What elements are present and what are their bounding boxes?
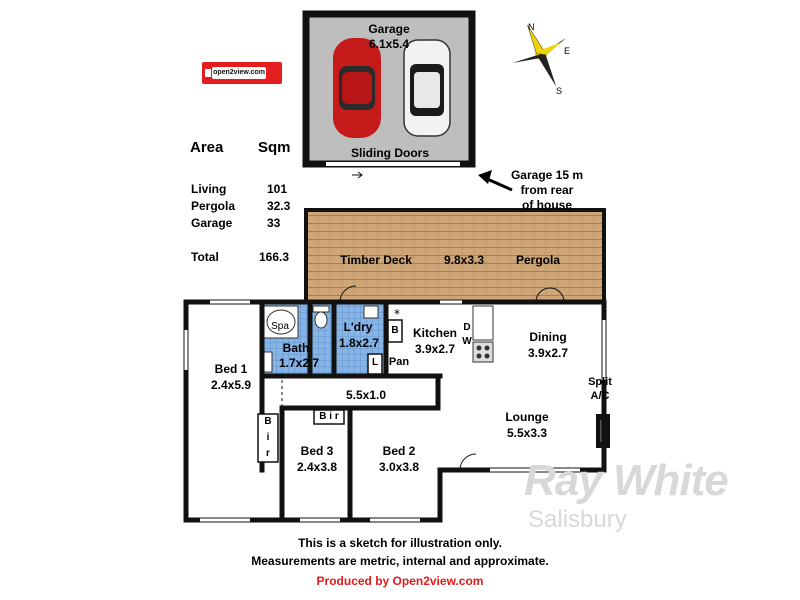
area-row-value: 32.3 <box>267 199 291 213</box>
area-total-label: Total <box>191 250 219 264</box>
area-row-label: Living <box>191 182 227 196</box>
area-row-value: 33 <box>267 216 281 230</box>
dining-label: Dining <box>529 330 567 344</box>
split-ac-line2: A/C <box>590 390 610 402</box>
windows <box>184 300 606 522</box>
pergola-label: Pergola <box>515 253 560 267</box>
garage-note-line3: of house <box>522 198 572 212</box>
compass-s: S <box>556 86 563 96</box>
disclaimer-line2: Measurements are metric, internal and ap… <box>251 554 549 568</box>
laundry-size: 1.8x2.7 <box>338 336 380 350</box>
dishwasher-d: D <box>463 322 471 333</box>
cupboards <box>257 319 403 463</box>
area-row-label: Pergola <box>191 199 236 213</box>
hall-size: 5.5x1.0 <box>345 388 387 402</box>
laundry-tub-icon <box>363 305 379 319</box>
sqm-header: Sqm <box>258 139 291 156</box>
bath-size: 1.7x2.7 <box>278 356 320 370</box>
spa-bath-icon <box>263 305 299 339</box>
compass-e: E <box>564 46 571 56</box>
laundry-label: L'dry <box>343 320 373 334</box>
garage <box>302 10 476 179</box>
dishwasher-w: W <box>462 336 472 347</box>
timber-deck-label: Timber Deck <box>340 253 412 267</box>
lounge-size: 5.5x3.3 <box>506 426 548 440</box>
deck-size: 9.8x3.3 <box>443 253 485 267</box>
spa-label: Spa <box>271 321 289 332</box>
compass-n: N <box>528 22 535 32</box>
toilet-icon <box>312 305 330 329</box>
disclaimer-line1: This is a sketch for illustration only. <box>298 536 502 550</box>
sliding-doors-label: Sliding Doors <box>351 146 429 160</box>
dining-size: 3.9x2.7 <box>527 346 569 360</box>
garage-note-line1: Garage 15 m <box>510 168 584 182</box>
lounge-label: Lounge <box>505 410 549 424</box>
watermark-office: Salisbury <box>528 506 627 533</box>
area-header: Area <box>190 139 224 156</box>
logo-text: open2view.com <box>212 67 266 79</box>
pantry-label: Pan <box>388 356 410 368</box>
white-car-icon <box>403 39 451 137</box>
bed2-label: Bed 2 <box>382 444 416 458</box>
compass-icon <box>512 24 567 87</box>
bed3-size: 2.4x3.8 <box>296 460 338 474</box>
bir-i: i <box>266 432 270 443</box>
kitchen-label: Kitchen <box>412 326 457 340</box>
bir-bed3: B i r <box>319 411 339 422</box>
producer-credit: Produced by Open2view.com <box>316 574 484 588</box>
watermark-brand: Ray White <box>524 456 729 505</box>
bath-label: Bath <box>282 341 310 355</box>
split-ac-line1: Split <box>588 376 612 388</box>
garage-size: 6.1x5.4 <box>368 37 410 51</box>
garage-note-line2: from rear <box>520 183 574 197</box>
red-car-icon <box>333 38 381 138</box>
bir-r: r <box>266 448 270 459</box>
area-total-value: 166.3 <box>259 250 290 264</box>
bed1-size: 2.4x5.9 <box>210 378 252 392</box>
l-cupboard-label: L <box>371 357 379 368</box>
bed2-size: 3.0x3.8 <box>378 460 420 474</box>
doors <box>339 285 565 471</box>
open2view-logo: open2view.com <box>202 62 282 84</box>
area-row-value: 101 <box>267 182 288 196</box>
fridge-star-icon: * <box>394 307 400 321</box>
bir-b: B <box>264 416 272 427</box>
area-row-label: Garage <box>191 216 233 230</box>
garage-label: Garage <box>368 22 410 36</box>
kitchen-size: 3.9x2.7 <box>414 342 456 356</box>
sink-icon <box>472 305 494 341</box>
bed3-label: Bed 3 <box>300 444 334 458</box>
cooktop-icon <box>472 341 494 363</box>
garage-pointer-arrow <box>478 170 513 192</box>
b-cupboard-label: B <box>391 325 399 336</box>
bed1-label: Bed 1 <box>214 362 248 376</box>
